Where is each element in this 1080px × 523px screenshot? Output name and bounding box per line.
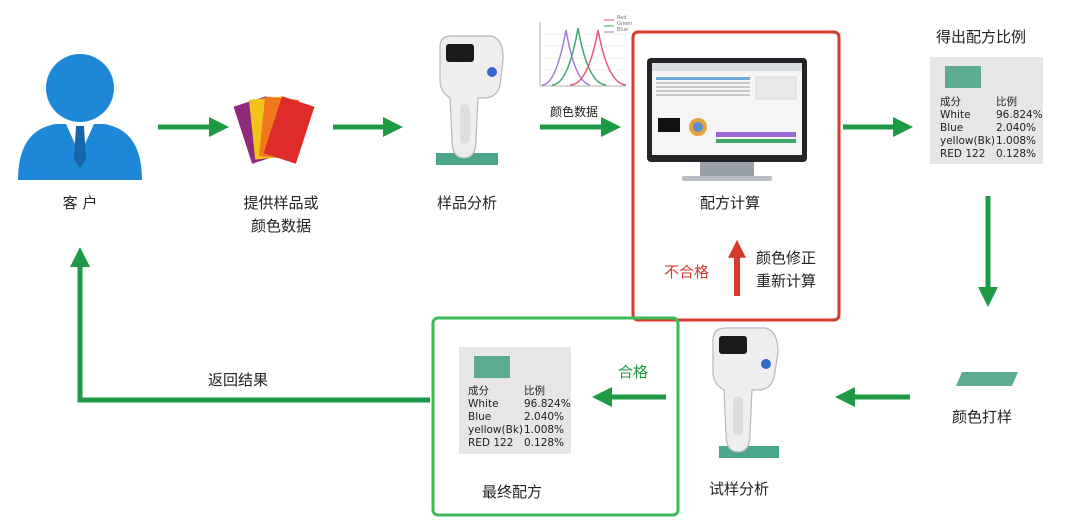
spectrum-legend-red: Red	[617, 15, 627, 21]
table-cell: RED 122	[940, 148, 986, 160]
label-provide-line2: 颜色数据	[250, 217, 311, 235]
table-cell: 96.824%	[524, 398, 571, 410]
ratio-result-box: 成分 比例 White 96.824% Blue 2.040% yellow(Bk)1…	[930, 57, 1043, 164]
table-row: yellow(Bk)1.008%	[468, 424, 571, 437]
label-correction-line2: 重新计算	[756, 272, 817, 290]
label-color-data: 颜色数据	[550, 105, 599, 119]
table-row: Blue 2.040%	[940, 122, 1043, 135]
table-row: RED 122 0.128%	[940, 148, 1043, 161]
table-row: yellow(Bk)1.008%	[940, 135, 1043, 148]
spectrophotometer-icon-2	[712, 327, 779, 458]
table-row: White 96.824%	[468, 398, 571, 411]
label-final-formula: 最终配方	[482, 483, 543, 501]
table-cell: yellow(Bk)	[940, 135, 995, 147]
table-cell: White	[468, 398, 499, 410]
table-row: 成分 比例	[468, 385, 571, 398]
color-swatch-fan-icon	[233, 96, 315, 164]
final-table: 成分 比例 White 96.824% Blue 2.040% yellow(Bk)1…	[468, 385, 571, 450]
sample-swatch-icon	[956, 372, 1018, 386]
table-cell: Blue	[468, 411, 492, 423]
spectrum-legend-blue: Blue	[617, 27, 629, 33]
table-row: White 96.824%	[940, 109, 1043, 122]
table-cell: 0.128%	[524, 437, 565, 449]
monitor-icon	[647, 58, 807, 181]
table-header-cell: 比例	[996, 96, 1017, 108]
table-cell: yellow(Bk)	[468, 424, 523, 436]
table-cell: 1.008%	[524, 424, 565, 436]
table-cell: 1.008%	[996, 135, 1037, 147]
label-color-proof: 颜色打样	[952, 408, 1013, 426]
label-pass: 合格	[618, 363, 649, 381]
final-highlight-frame	[431, 316, 680, 517]
spectrum-legend-green: Green	[617, 21, 633, 27]
arrow-return-to-customer	[70, 246, 430, 403]
ratio-color-swatch	[945, 66, 981, 88]
table-cell: 2.040%	[996, 122, 1037, 134]
table-cell: 0.128%	[996, 148, 1037, 160]
flow-arrows	[70, 117, 998, 407]
final-result-box: 成分 比例 White 96.824% Blue 2.040% yellow(Bk)1…	[459, 347, 571, 454]
calc-highlight-frame	[631, 30, 841, 322]
person-icon	[18, 54, 142, 180]
label-trial-analysis: 试样分析	[709, 480, 770, 498]
table-header-cell: 成分	[468, 385, 489, 397]
label-sample-analysis: 样品分析	[436, 194, 497, 212]
label-provide-line1: 提供样品或	[243, 194, 319, 212]
table-row: Blue 2.040%	[468, 411, 571, 424]
table-cell: White	[940, 109, 971, 121]
label-formula-calc: 配方计算	[699, 194, 760, 212]
ratio-table: 成分 比例 White 96.824% Blue 2.040% yellow(Bk)1…	[940, 96, 1043, 161]
table-header-cell: 成分	[940, 96, 961, 108]
table-header-cell: 比例	[524, 385, 545, 397]
table-row: RED 122 0.128%	[468, 437, 571, 450]
label-fail: 不合格	[664, 263, 710, 281]
spectrophotometer-icon	[436, 35, 504, 165]
label-correction-line1: 颜色修正	[756, 249, 817, 267]
table-row: 成分 比例	[940, 96, 1043, 109]
spectrum-chart-icon	[539, 19, 627, 87]
table-cell: 2.040%	[524, 411, 565, 423]
final-color-swatch	[474, 356, 510, 378]
label-return-result: 返回结果	[208, 371, 269, 389]
label-get-ratio: 得出配方比例	[936, 28, 1027, 46]
table-cell: RED 122	[468, 437, 514, 449]
table-cell: Blue	[940, 122, 964, 134]
table-cell: 96.824%	[996, 109, 1043, 121]
label-customer: 客 户	[62, 194, 98, 212]
